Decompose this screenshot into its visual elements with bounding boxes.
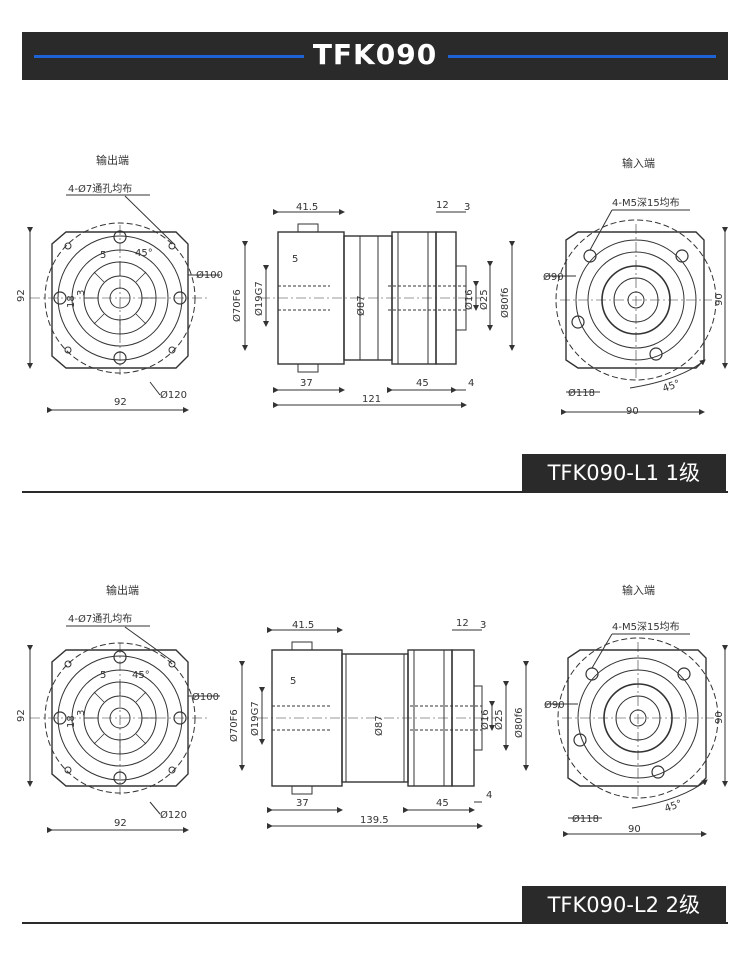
section-rule (22, 922, 728, 924)
dim-total-length: 139.5 (360, 815, 389, 826)
dim-d120: Ø120 (160, 389, 187, 401)
dim-left-height: 92 (16, 709, 27, 722)
dim-d70: Ø70F6 (228, 709, 240, 742)
page-title: TFK090 (312, 38, 438, 71)
dim-key-5: 5 (292, 254, 298, 265)
dim-r-width: 90 (628, 824, 641, 835)
dim-d87: Ø87 (355, 295, 367, 316)
banner-line-right (448, 55, 716, 58)
dim-d87: Ø87 (373, 715, 385, 736)
dim-d100: Ø100 (196, 269, 223, 281)
dim-r-d90: Ø90 (544, 699, 565, 711)
dim-top-41: 41.5 (296, 202, 318, 213)
holes-note: 4-Ø7通孔均布 (68, 613, 132, 625)
dim-bottom-4: 4 (486, 790, 492, 801)
dim-r-d118: Ø118 (568, 387, 595, 399)
dim-d70: Ø70F6 (231, 289, 243, 322)
input-end-label: 输入端 (622, 157, 655, 170)
dim-small-18: 18 (66, 295, 77, 308)
dim-top-3: 3 (464, 202, 470, 213)
dim-total-length: 121 (362, 394, 381, 405)
dim-left-width: 92 (114, 818, 127, 829)
dim-top-3: 3 (480, 620, 486, 631)
dim-d19: Ø19G7 (253, 281, 265, 316)
dim-r-width: 90 (626, 406, 639, 417)
dim-r-height: 90 (714, 293, 725, 306)
section-rule (22, 491, 728, 493)
banner-line-left (34, 55, 304, 58)
dim-d16: Ø16 (479, 709, 491, 730)
model-badge-l2: TFK090-L2 2级 (521, 886, 726, 924)
model-badge-l1: TFK090-L1 1级 (521, 454, 726, 492)
technical-drawing: 4-Ø7通孔均布 92 92 Ø100 Ø120 45° 5 18 3 41.5… (16, 613, 728, 837)
dim-r-d90: Ø90 (543, 271, 564, 283)
dim-small-5: 5 (100, 670, 106, 681)
dim-r-height: 90 (714, 711, 725, 724)
dim-r-angle: 45° (663, 798, 683, 814)
dim-bottom-4: 4 (468, 378, 474, 389)
dim-d25: Ø25 (493, 709, 505, 730)
dim-d100: Ø100 (192, 691, 219, 703)
dim-r-d118: Ø118 (572, 813, 599, 825)
tapped-note: 4-M5深15均布 (612, 197, 680, 209)
dim-key-5: 5 (290, 676, 296, 687)
dim-small-5: 5 (100, 250, 106, 261)
dim-bottom-45: 45 (436, 798, 449, 809)
dim-bottom-37: 37 (300, 378, 313, 389)
technical-drawing: 4-Ø7通孔均布 92 92 Ø100 Ø120 45° 5 18 3 41.5… (16, 183, 728, 417)
dim-small-3: 3 (76, 290, 87, 296)
dim-r-angle: 45° (661, 378, 681, 394)
dim-small-3: 3 (76, 710, 87, 716)
output-end-label: 输出端 (96, 154, 129, 167)
dim-d80: Ø80f6 (513, 708, 525, 738)
dim-top-12: 12 (436, 200, 449, 211)
title-banner: TFK090 (22, 32, 728, 80)
dim-angle: 45° (135, 248, 153, 259)
dim-top-12: 12 (456, 618, 469, 629)
dim-d19: Ø19G7 (249, 701, 261, 736)
dim-left-height: 92 (16, 289, 27, 302)
dim-d120: Ø120 (160, 809, 187, 821)
dim-d80: Ø80f6 (499, 288, 511, 318)
dim-small-18: 18 (66, 715, 77, 728)
dim-top-41: 41.5 (292, 620, 314, 631)
output-end-label: 输出端 (106, 584, 139, 597)
dim-d16: Ø16 (463, 289, 475, 310)
dim-angle: 45° (132, 670, 150, 681)
input-end-label: 输入端 (622, 584, 655, 597)
holes-note: 4-Ø7通孔均布 (68, 183, 132, 195)
dim-left-width: 92 (114, 397, 127, 408)
dim-bottom-37: 37 (296, 798, 309, 809)
tapped-note: 4-M5深15均布 (612, 621, 680, 633)
dim-d25: Ø25 (478, 289, 490, 310)
dim-bottom-45: 45 (416, 378, 429, 389)
